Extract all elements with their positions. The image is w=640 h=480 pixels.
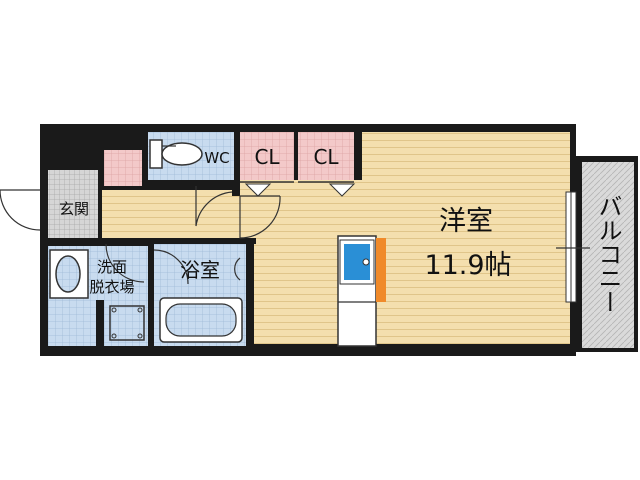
entrance-door[interactable] xyxy=(0,189,41,231)
washroom-label-line1: 洗面 xyxy=(97,258,127,276)
balcony-floor xyxy=(582,162,634,348)
room-door[interactable] xyxy=(239,195,281,239)
balcony-label: バルコニー xyxy=(594,194,622,314)
entrance-label: 玄関 xyxy=(59,200,89,218)
bathroom-door[interactable] xyxy=(153,249,189,285)
western-room-label: 洋室 xyxy=(439,206,493,237)
toilet-door[interactable] xyxy=(195,186,233,227)
closet-2-floor xyxy=(298,132,354,180)
bathroom-label: 浴室 xyxy=(180,258,220,282)
toilet-fixture xyxy=(149,139,203,169)
western-room-size: 11.9帖 xyxy=(424,250,511,281)
closet-2-door[interactable] xyxy=(328,183,356,197)
hallway-floor xyxy=(100,190,254,238)
closet-1-door[interactable] xyxy=(244,183,272,197)
closet-1-floor xyxy=(240,132,294,180)
closet-1-label: CL xyxy=(254,145,280,169)
kitchen-counter xyxy=(337,235,386,347)
washroom-door[interactable] xyxy=(105,243,145,283)
toilet-label: WC xyxy=(204,149,229,167)
closet-2-label: CL xyxy=(313,145,339,169)
entrance-floor xyxy=(48,170,98,238)
washroom-label-line2: 脱衣場 xyxy=(89,278,134,296)
utility-corner xyxy=(104,150,142,186)
